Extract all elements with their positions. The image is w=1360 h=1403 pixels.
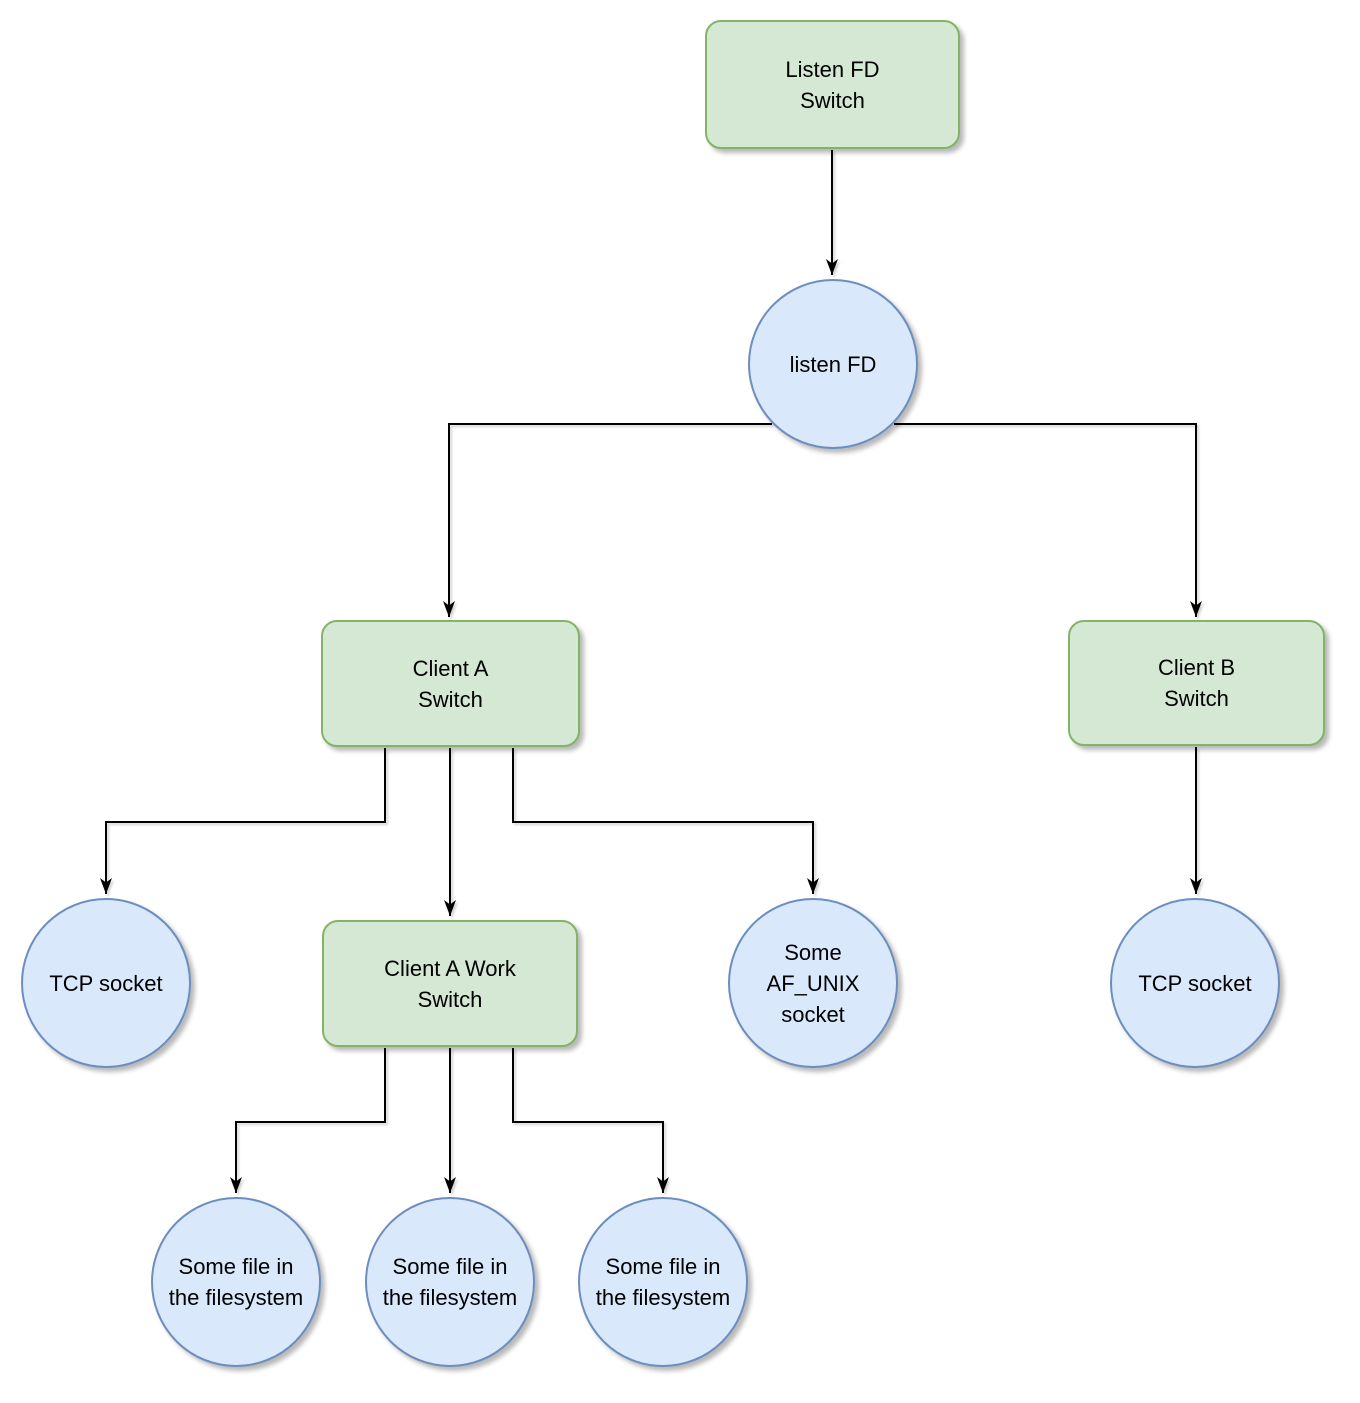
node-label: Some — [784, 939, 842, 965]
node-label: Switch — [1164, 686, 1229, 711]
node-label: socket — [781, 1001, 845, 1027]
node-label: the filesystem — [382, 1285, 518, 1310]
connector-clienta-to-tcpsocket — [100, 748, 386, 894]
connector-listenfd-to-clientb — [894, 423, 1202, 617]
node-tcp-socket-a: TCP socket — [21, 898, 191, 1068]
node-label: Client B — [1157, 655, 1236, 680]
node-label: Switch — [417, 986, 483, 1012]
node-label: TCP socket — [1138, 970, 1252, 996]
node-label: Some file in — [178, 1254, 294, 1279]
connector-workswitch-to-file1 — [230, 1048, 386, 1193]
node-client-a-work-switch: Client A Work Switch — [322, 920, 578, 1047]
node-client-a-switch: Client A Switch — [321, 620, 580, 747]
node-label: Client A Work — [384, 955, 516, 981]
node-label: Client A — [412, 655, 489, 681]
node-listen-fd: listen FD — [748, 279, 918, 449]
node-client-b-switch: Client B Switch — [1068, 620, 1325, 746]
node-label: Some file in — [605, 1254, 721, 1279]
node-file-2: Some file in the filesystem — [365, 1197, 535, 1367]
node-af-unix-socket: Some AF_UNIX socket — [728, 898, 898, 1068]
node-label: Switch — [418, 686, 483, 712]
node-label: TCP socket — [49, 970, 163, 996]
connector-listenfd-to-clienta — [443, 423, 772, 617]
node-label: Some file in — [392, 1254, 508, 1279]
node-label: the filesystem — [168, 1285, 304, 1310]
node-label: AF_UNIX — [766, 970, 860, 996]
node-label: the filesystem — [595, 1285, 731, 1310]
connector-workswitch-to-file3 — [512, 1048, 669, 1193]
node-file-3: Some file in the filesystem — [578, 1197, 748, 1367]
node-tcp-socket-b: TCP socket — [1110, 898, 1280, 1068]
connector-clienta-to-afunix — [512, 748, 819, 894]
node-label: Listen FD — [785, 56, 880, 82]
node-file-1: Some file in the filesystem — [151, 1197, 321, 1367]
node-listen-fd-switch: Listen FD Switch — [705, 20, 960, 149]
node-label: Switch — [800, 87, 865, 113]
node-label: listen FD — [789, 351, 877, 377]
